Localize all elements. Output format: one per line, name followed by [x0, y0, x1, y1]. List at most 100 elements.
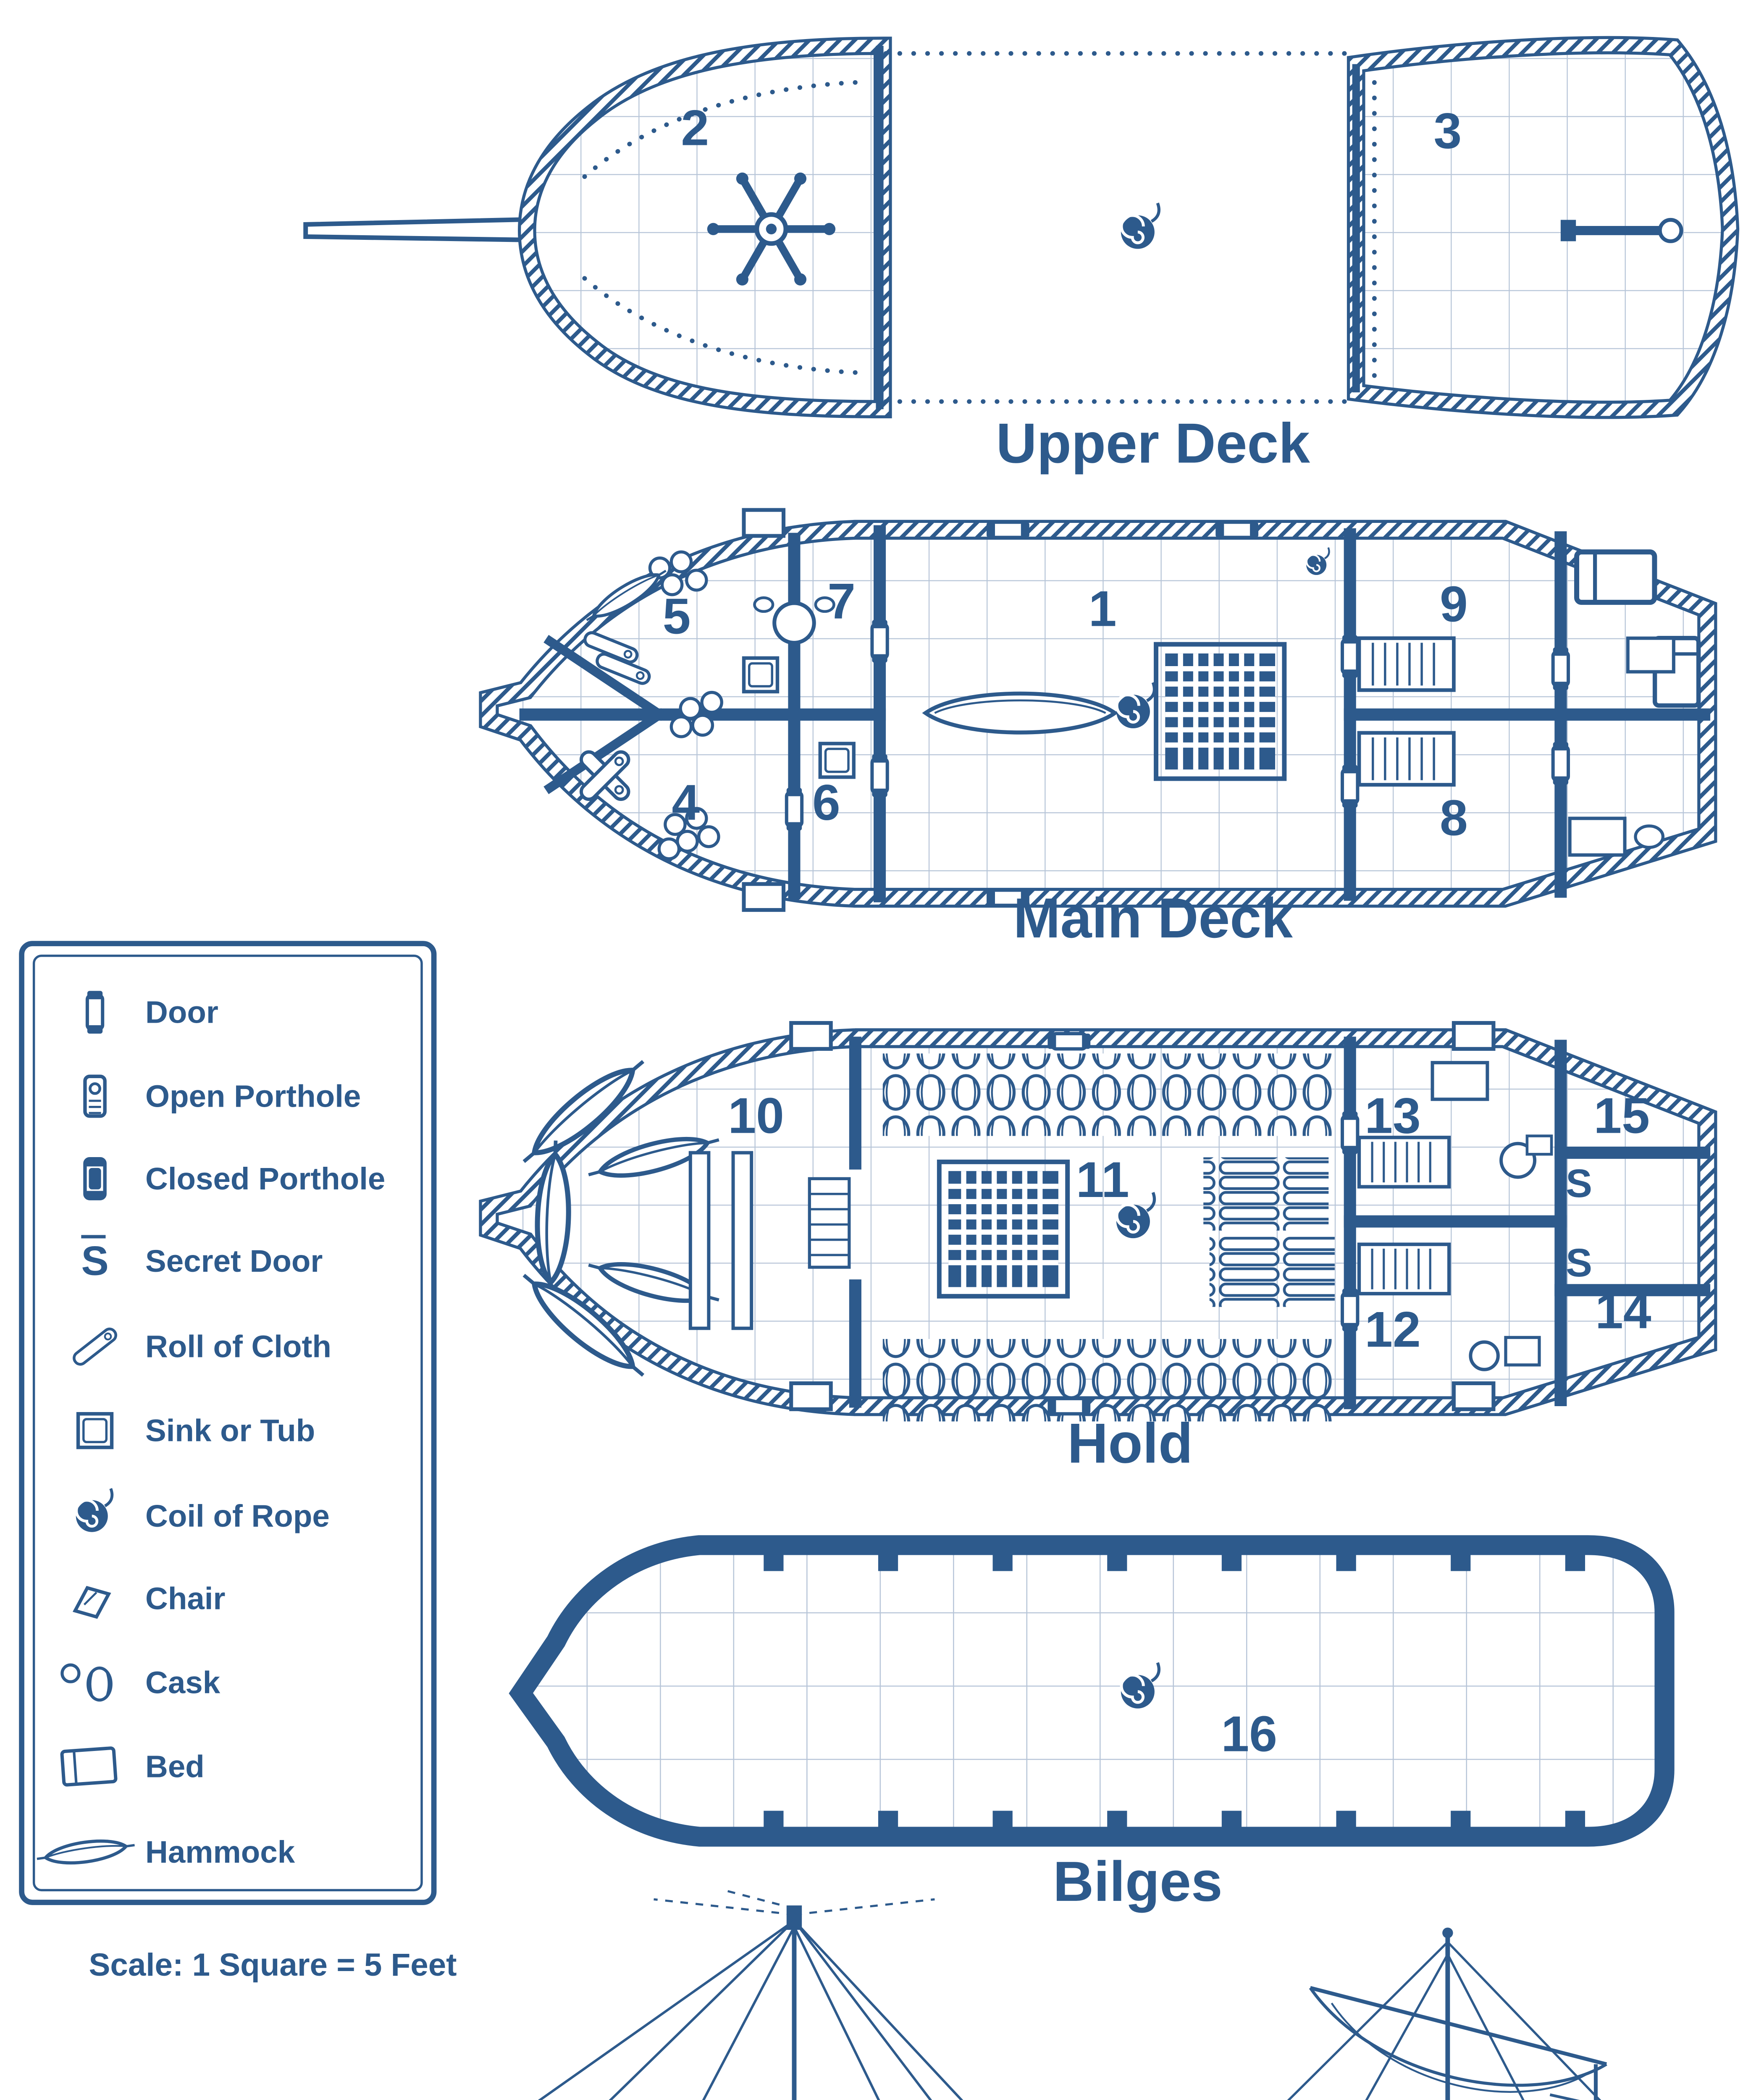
door-icon [787, 788, 802, 831]
legend-item-secret-door: S Secret Door [81, 1235, 323, 1284]
ships-boat [922, 691, 1118, 735]
sink-or-tub-icon [1469, 1340, 1500, 1371]
bunk-beds [1359, 638, 1454, 690]
room-number: 15 [1594, 1087, 1650, 1144]
deck-hatch-box [1452, 1381, 1496, 1411]
door-icon [987, 522, 1029, 537]
deck-hatch-box [742, 508, 786, 538]
secret-door-icon: S [1566, 1241, 1592, 1285]
bed-icon [1577, 552, 1654, 602]
door-icon [1215, 522, 1258, 537]
sink-or-tub-icon [78, 1414, 112, 1447]
room-number: 12 [1365, 1301, 1420, 1357]
deck-label-upper: Upper Deck [996, 411, 1310, 475]
door-icon [1553, 742, 1568, 785]
deck-upper: 2 3 Upper Deck [303, 45, 1730, 475]
legend-label: Cask [145, 1665, 220, 1700]
scale-note: Scale: 1 Square = 5 Feet [89, 1947, 457, 1983]
room-number: 10 [728, 1087, 784, 1144]
bed-icon [62, 1748, 116, 1785]
door-icon [1553, 647, 1568, 690]
door-icon [872, 754, 887, 797]
legend-label: Sink or Tub [145, 1413, 315, 1448]
bilges-hull [521, 1545, 1664, 1837]
legend-item-cask: Cask [60, 1663, 220, 1702]
door-icon [1342, 765, 1357, 808]
chair-icon [753, 596, 774, 613]
cask-rows [882, 1339, 1334, 1422]
round-table [772, 601, 816, 645]
room-number: 7 [827, 573, 856, 629]
room-number: 8 [1440, 790, 1468, 846]
room-number: 2 [681, 100, 709, 156]
sink-or-tub-icon [1525, 1134, 1553, 1156]
room-number: 4 [672, 774, 700, 831]
deck-hatch-box [789, 1021, 833, 1051]
cloth-roll-stack [1203, 1157, 1329, 1231]
bunk-beds [1359, 1137, 1449, 1186]
door-icon [87, 991, 102, 1034]
deck-label-main: Main Deck [1013, 886, 1293, 950]
legend-label: Hammock [145, 1835, 295, 1869]
deck-bilges: 16 Bilges [521, 1545, 1664, 1913]
legend-box: Door Open Porthole Closed Porthole S [19, 941, 437, 1905]
room-number: 6 [812, 774, 840, 831]
desk [1504, 1336, 1541, 1367]
legend-label: Bed [145, 1749, 205, 1784]
room-number: 11 [1076, 1152, 1129, 1208]
mess-table [731, 1151, 753, 1330]
legend-label: Chair [145, 1581, 225, 1616]
room-number: 9 [1440, 576, 1468, 633]
open-midships [883, 51, 1352, 404]
legend-item-sink: Sink or Tub [78, 1413, 315, 1448]
room-number: 5 [663, 588, 691, 645]
cargo-grate [939, 1162, 1067, 1296]
desk [1568, 816, 1627, 857]
legend-item-open-porthole: Open Porthole [83, 1074, 361, 1118]
cask-icon [60, 1663, 113, 1702]
legend-item-bed: Bed [62, 1748, 205, 1785]
sink-or-tub-icon [744, 658, 777, 692]
room-number: 13 [1365, 1087, 1420, 1144]
bunk-beds [1359, 1244, 1449, 1294]
room-number: 16 [1221, 1706, 1277, 1762]
door-icon [872, 620, 887, 663]
hold-walls [849, 1037, 1711, 1410]
chair-icon [1634, 824, 1665, 849]
legend-item-door: Door [87, 991, 218, 1034]
svg-text:S: S [81, 1237, 108, 1284]
rigging-diagram-left [538, 1889, 963, 2100]
cargo-grate [1156, 644, 1284, 779]
rigging-diagram-right [1287, 1927, 1607, 2100]
legend-label: Coil of Rope [145, 1499, 330, 1533]
deck-label-hold: Hold [1067, 1412, 1193, 1475]
deck-hatch-box [789, 1381, 833, 1411]
door-icon [1342, 1289, 1357, 1331]
frame-ribs [764, 1545, 1586, 1837]
legend-item-hammock: Hammock [36, 1835, 295, 1869]
tiller [1560, 218, 1683, 243]
open-porthole-icon [83, 1074, 107, 1118]
legend-label: Open Porthole [145, 1079, 361, 1114]
mess-table [688, 1151, 711, 1330]
sink-or-tub-icon [820, 743, 854, 777]
coil-of-rope-icon [1121, 203, 1159, 249]
legend-item-chair: Chair [72, 1581, 225, 1619]
closed-porthole-icon [83, 1157, 107, 1200]
deck-label-bilges: Bilges [1053, 1850, 1223, 1913]
main-deck-walls [519, 525, 1711, 903]
chair-icon [72, 1586, 111, 1619]
chair-icon [814, 596, 835, 613]
secret-door-icon: S [81, 1235, 109, 1284]
room-number: 14 [1595, 1283, 1651, 1339]
deck-hold: 10 11 13 15 12 14 S S Hold [489, 1021, 1711, 1475]
legend-item-roll-of-cloth: Roll of Cloth [72, 1326, 331, 1367]
legend-label: Secret Door [145, 1244, 323, 1278]
bunk-beds [1359, 733, 1454, 785]
desk [1626, 636, 1675, 674]
cask-rows [882, 1053, 1334, 1136]
door-icon [1342, 635, 1357, 678]
deck-hatch-box [1452, 1021, 1496, 1051]
legend-item-closed-porthole: Closed Porthole [83, 1157, 385, 1200]
